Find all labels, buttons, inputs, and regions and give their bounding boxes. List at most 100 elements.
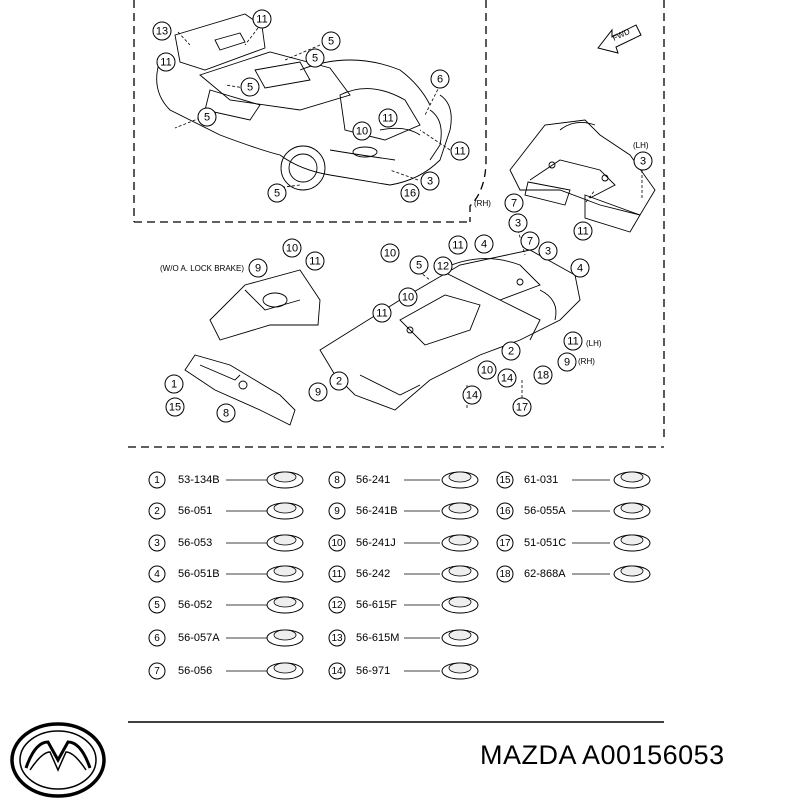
- callout-number: 2: [508, 346, 514, 358]
- legend-number-circle: [496, 471, 514, 489]
- callout: 5: [240, 77, 260, 97]
- callout-circle: [538, 241, 558, 261]
- callout: 6: [430, 69, 450, 89]
- callout-number: 2: [336, 376, 342, 388]
- legend-part-code: 61-031: [524, 474, 558, 486]
- lh-label-upper: (LH): [633, 141, 649, 150]
- legend-part-code: 56-052: [178, 599, 212, 611]
- callout-number: 18: [537, 370, 549, 382]
- callout: 11: [372, 303, 392, 323]
- callout-number: 13: [156, 26, 168, 38]
- legend-number-circle: [328, 662, 346, 680]
- legend-number: 2: [154, 506, 160, 517]
- legend-part-code: 56-241B: [356, 505, 398, 517]
- callout: 5: [321, 31, 341, 51]
- legend-number: 7: [154, 666, 160, 677]
- legend-number: 16: [499, 506, 511, 517]
- grommet-icon: [266, 565, 304, 583]
- callout-number: 5: [416, 260, 422, 272]
- callout: 14: [462, 385, 482, 405]
- legend-number: 17: [499, 538, 511, 549]
- callout: 16: [400, 183, 420, 203]
- callout-circle: [501, 341, 521, 361]
- callout-circle: [321, 31, 341, 51]
- callout: 18: [533, 365, 553, 385]
- callout: 12: [433, 256, 453, 276]
- rear-panel-illustration: [509, 119, 656, 233]
- callout: 3: [508, 213, 528, 233]
- callout-circle: [497, 368, 517, 388]
- callout-circle: [164, 374, 184, 394]
- callout-circle: [573, 221, 593, 241]
- legend-number-circle: [148, 565, 166, 583]
- callout: 3: [420, 171, 440, 191]
- callout-number: 9: [564, 357, 570, 369]
- part-number-text: MAZDA A00156053: [480, 740, 725, 770]
- callout: 11: [252, 9, 272, 29]
- grommet-icon: [266, 629, 304, 647]
- legend-number: 1: [154, 475, 160, 486]
- callout: 1: [164, 374, 184, 394]
- callout-number: 14: [501, 373, 513, 385]
- legend-number-circle: [148, 662, 166, 680]
- grommet-icon: [266, 502, 304, 520]
- callout: 7: [504, 193, 524, 213]
- legend-row: 5 56-052: [148, 596, 304, 614]
- callout: 4: [570, 258, 590, 278]
- callout: 11: [156, 52, 176, 72]
- callout-number: 15: [169, 402, 181, 414]
- rh-label-lower: (RH): [578, 357, 595, 366]
- legend-part-code: 56-615M: [356, 632, 399, 644]
- wo-lock-brake-label: (W/O A. LOCK BRAKE): [160, 264, 244, 273]
- legend-part-code: 56-051B: [178, 568, 220, 580]
- grommet-icon: [266, 534, 304, 552]
- dash-panel-illustration: [184, 269, 321, 426]
- legend-part-code: 53-134B: [178, 474, 220, 486]
- legend-number: 18: [499, 569, 511, 580]
- callout-number: 5: [247, 82, 253, 94]
- legend-number: 3: [154, 538, 160, 549]
- legend-part-code: 56-056: [178, 665, 212, 677]
- callout-circle: [305, 251, 325, 271]
- callout-circle: [156, 52, 176, 72]
- callout: 10: [352, 121, 372, 141]
- callout-number: 11: [160, 57, 171, 69]
- callout: 4: [474, 234, 494, 254]
- callout-circle: [520, 231, 540, 251]
- callout-number: 10: [356, 126, 368, 138]
- grommet-icon: [441, 502, 479, 520]
- callout-circle: [267, 183, 287, 203]
- callout-number: 11: [309, 256, 320, 268]
- rh-label-upper: (RH): [474, 199, 491, 208]
- callout: 5: [197, 107, 217, 127]
- callout-number: 8: [223, 408, 229, 420]
- grommet-icon: [441, 534, 479, 552]
- grommet-icon: [613, 471, 651, 489]
- legend-number: 14: [331, 666, 343, 677]
- callout-circle: [400, 183, 420, 203]
- callout-circle: [308, 382, 328, 402]
- callout-circle: [216, 403, 236, 423]
- callout: 10: [398, 287, 418, 307]
- callout-number: 3: [640, 156, 646, 168]
- grommet-icon: [441, 662, 479, 680]
- legend-number: 15: [499, 475, 511, 486]
- callout-number: 11: [577, 226, 588, 238]
- callout: 5: [267, 183, 287, 203]
- callout-number: 3: [427, 176, 433, 188]
- callout-circle: [282, 238, 302, 258]
- legend-number: 5: [154, 600, 160, 611]
- callout-circle: [433, 256, 453, 276]
- callout-circle: [563, 331, 583, 351]
- callout-circle: [352, 121, 372, 141]
- grommet-icon: [441, 629, 479, 647]
